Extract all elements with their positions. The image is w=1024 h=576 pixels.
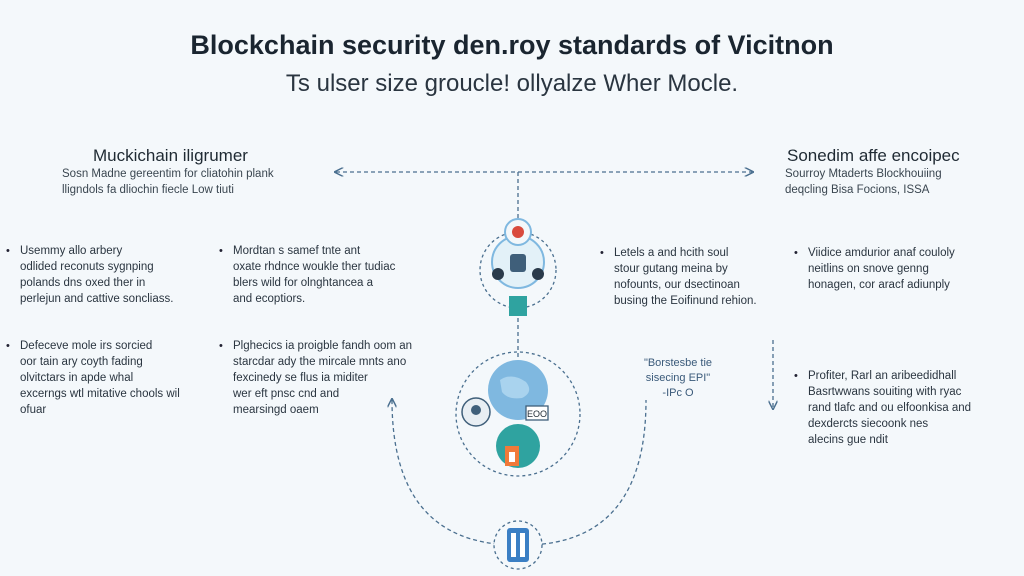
bullet-line: Basrtwwans souiting with ryac <box>808 386 962 398</box>
bullet-line: ofuar <box>20 404 47 416</box>
diagram-subtitle: Ts ulser size groucle! ollyalze Wher Moc… <box>285 70 739 97</box>
bullet-line: dexdercts siecoonk nes <box>808 418 929 430</box>
bullet-line: Plghecics ia proigble fandh oom an <box>233 340 413 352</box>
right-column-subtitle: Sourroy Mtaderts Blockhouiing deqcling B… <box>785 166 985 198</box>
center-note-line: sisecing EPI" <box>645 372 711 384</box>
left-sub-line-1: Sosn Madne gereentim for cliatohin plank <box>62 168 274 180</box>
bullet-line: alecins gue ndit <box>808 434 888 446</box>
bullet-block-6: • Viidice amdurior anaf couloly neitlins… <box>794 245 955 293</box>
bullet-line: Defeceve mole irs sorcied <box>20 340 153 352</box>
badge-text: EOO <box>527 409 547 419</box>
left-column-heading: Muckichain iligrumer <box>93 146 248 165</box>
left-arc <box>392 400 513 546</box>
bullet-line: starcdar ady the mircale mnts ano <box>233 356 407 368</box>
bullet-line: fexcinedy se flus ia miditer <box>233 372 368 384</box>
bullet-line: odlided reconuts sygnping <box>20 261 154 273</box>
center-note-line: "Borstesbe tie <box>643 357 713 369</box>
bullet-block-4: • Plghecics ia proigble fandh oom an sta… <box>219 338 413 418</box>
right-sub-line-1: Sourroy Mtaderts Blockhouiing <box>785 168 942 180</box>
right-column-heading: Sonedim affe encoipec <box>787 146 960 165</box>
bullet-dot: • <box>600 247 604 259</box>
diagram-title: Blockchain security den.roy standards of… <box>190 30 834 60</box>
bullet-block-5: • Letels a and hcith soul stour gutang m… <box>600 245 757 309</box>
left-column-subtitle: Sosn Madne gereentim for cliatohin plank… <box>62 166 322 198</box>
left-sub-line-2: lligndols fa dliochin fiecle Low tiuti <box>62 184 234 196</box>
bullet-block-1: • Usemmy allo arbery odlided reconuts sy… <box>6 243 174 307</box>
bullet-line: rand tlafc and ou elfoonkisa and <box>808 402 972 414</box>
bullet-line: oxate rhdnce woukle ther tudiac <box>233 261 396 273</box>
bullet-dot: • <box>219 340 223 352</box>
bullet-line: busing the Eoifinund rehion. <box>614 295 757 307</box>
bullet-line: Mordtan s samef tnte ant <box>233 245 361 257</box>
bullet-line: Usemmy allo arbery <box>20 245 123 257</box>
bullet-line: Profiter, Rarl an aribeedidhall <box>808 370 957 382</box>
center-note: "Borstesbe tie sisecing EPI" -IPc O <box>628 356 728 401</box>
bullet-dot: • <box>6 245 10 257</box>
bullet-line: stour gutang meina by <box>614 263 728 275</box>
bullet-block-2: • Mordtan s samef tnte ant oxate rhdnce … <box>219 243 396 307</box>
right-sub-line-2: deqcling Bisa Focions, ISSA <box>785 184 930 196</box>
bullet-dot: • <box>6 340 10 352</box>
top-node-icon <box>479 218 557 316</box>
bullet-line: neitlins on snove genng <box>808 263 929 275</box>
bullet-line: perlejun and cattive soncliass. <box>20 293 174 305</box>
globe-node-icon: EOO <box>455 351 581 477</box>
bullet-block-7: • Profiter, Rarl an aribeedidhall Basrtw… <box>794 368 972 448</box>
bullet-line: wer eft pnsc cnd and <box>233 388 340 400</box>
right-arc <box>527 399 647 546</box>
bullet-line: polands dns oxed ther in <box>20 277 146 289</box>
bullet-line: blers wild for olnghtancea a <box>233 277 373 289</box>
bullet-line: Letels a and hcith soul <box>614 247 729 259</box>
bullet-line: and ecoptiors. <box>233 293 306 305</box>
bullet-dot: • <box>794 247 798 259</box>
bullet-line: olvitctars in apde whal <box>20 372 134 384</box>
bullet-line: excerngs wtl mitative chools wil <box>20 388 180 400</box>
bullet-line: Viidice amdurior anaf couloly <box>808 247 955 259</box>
bullet-line: mearsingd oaem <box>233 404 319 416</box>
bullet-line: honagen, cor aracf adiunply <box>808 279 950 291</box>
bullet-line: nofounts, our dsectinoan <box>614 279 740 291</box>
bullet-dot: • <box>219 245 223 257</box>
bottom-node-icon <box>493 520 543 570</box>
top-connector <box>336 172 752 232</box>
bullet-line: oor tain ary coyth fading <box>20 356 143 368</box>
center-note-line: -IPc O <box>662 387 694 399</box>
bullet-dot: • <box>794 370 798 382</box>
bullet-block-3: • Defeceve mole irs sorcied oor tain ary… <box>6 338 180 418</box>
